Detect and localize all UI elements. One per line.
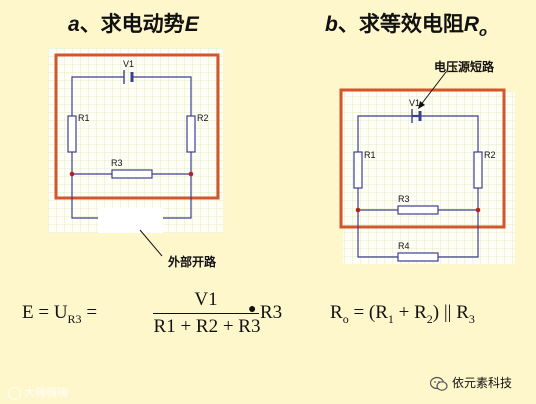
right-annotation-arrow [419, 71, 447, 107]
left-label-r3: R3 [111, 158, 123, 168]
title-right: b、求等效电阻Ro [325, 8, 487, 39]
left-open-gap [98, 208, 163, 233]
title-left: a、求电动势E [68, 8, 199, 38]
title-right-sub: o [479, 24, 487, 40]
left-frame [54, 53, 220, 200]
formula-left-numerator: V1 [194, 289, 218, 310]
right-label-r3: R3 [398, 194, 410, 204]
title-right-var: R [463, 13, 479, 36]
watermark-left: 大嗨嗨嗨 [8, 384, 68, 400]
formula-right: Ro = (R1 + R2) || R3 [330, 302, 475, 327]
formula-right-sub2: 2 [426, 311, 433, 326]
left-resistor-r2 [186, 115, 196, 153]
formula-left-fraction-bar [153, 313, 259, 314]
left-resistor-r1 [67, 115, 77, 153]
title-right-prefix: b [325, 13, 338, 36]
left-annotation: 外部开路 [168, 255, 217, 269]
right-label-r1: R1 [364, 150, 376, 160]
formula-right-r: R [330, 302, 343, 323]
left-node-right [188, 171, 194, 177]
formula-right-r-sub: o [342, 311, 349, 326]
right-annotation-arrowhead [418, 101, 425, 109]
left-label-r2: R2 [197, 113, 209, 123]
formula-right-par: ) || R [432, 302, 469, 323]
formula-left-lhs-text: E = U [22, 302, 68, 323]
left-node-left [69, 171, 75, 177]
right-label-r4: R4 [398, 241, 410, 251]
right-resistor-r1 [353, 151, 363, 189]
watermark-right-text: 依元素科技 [452, 376, 513, 390]
left-resistor-r3 [111, 169, 153, 179]
right-resistor-r2 [473, 151, 483, 189]
right-node-right [475, 207, 481, 213]
right-node-left [355, 207, 361, 213]
formula-left-rhs: R3 [260, 302, 283, 323]
right-circuit: V1 R1 R2 R3 R4 [339, 71, 515, 264]
watermark-left-text: 大嗨嗨嗨 [24, 386, 68, 399]
formula-right-eq: = (R [348, 302, 388, 323]
watermark-left-logo-icon [8, 386, 21, 400]
right-frame [339, 88, 506, 229]
right-wire-r4-left [357, 210, 398, 258]
right-resistor-r4 [397, 252, 439, 262]
formula-left-dot: ● [248, 302, 257, 317]
formula-right-sub3: 3 [468, 311, 475, 326]
formula-left-lhs: E = UR3 = [22, 302, 97, 327]
title-left-text: 、求电动势 [79, 12, 185, 36]
left-wire-open-left [71, 174, 98, 219]
left-circuit: V1 R1 R2 R3 [48, 48, 223, 257]
left-label-v1: V1 [123, 59, 134, 69]
left-label-r1: R1 [78, 113, 90, 123]
formula-left-eq: = [81, 302, 98, 323]
title-left-prefix: a [68, 13, 80, 36]
left-annotation-pointer [139, 229, 163, 257]
right-label-r2: R2 [484, 150, 496, 160]
right-resistor-r3 [397, 205, 439, 215]
left-wire-open-right [163, 174, 192, 219]
right-wire-r4-right [438, 210, 479, 258]
right-grid-panel [343, 92, 515, 264]
formula-right-sub1: 1 [387, 311, 394, 326]
right-label-v1: V1 [409, 98, 420, 108]
formula-right-plus: + R [393, 302, 427, 323]
watermark-right: 依元素科技 [429, 374, 513, 392]
right-annotation: 电压源短路 [434, 60, 495, 74]
title-left-var: E [184, 13, 199, 36]
title-right-text: 、求等效电阻 [337, 12, 464, 36]
formula-left-lhs-sub: R3 [67, 311, 82, 326]
wechat-icon [429, 376, 448, 391]
formula-left-denominator: R1 + R2 + R3 [153, 316, 261, 337]
